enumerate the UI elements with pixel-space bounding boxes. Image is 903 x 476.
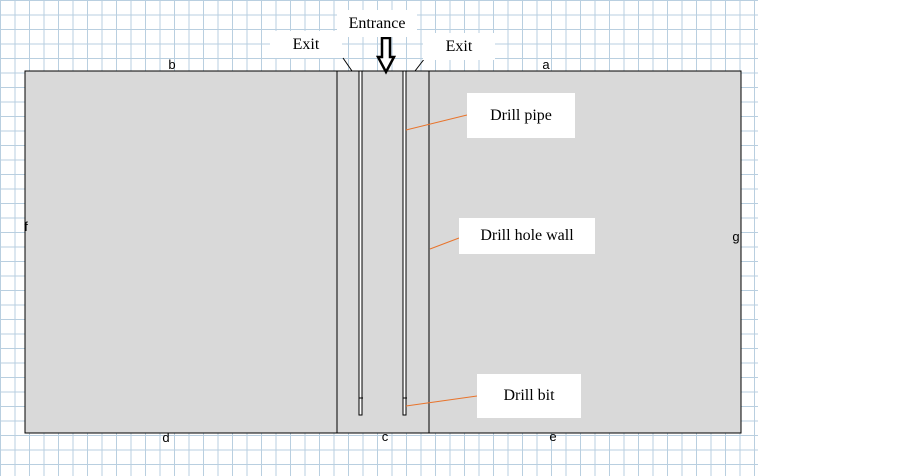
drill-pipe-label: Drill pipe (467, 93, 575, 138)
drill-pipe-left-wall (358, 70, 363, 416)
exit-left-indicator (342, 57, 353, 72)
drill-hole-wall-label: Drill hole wall (459, 218, 595, 254)
entrance-arrow-icon (375, 36, 397, 75)
point-f-label: f (24, 219, 28, 234)
exit-left-label: Exit (270, 31, 342, 58)
point-a-label: a (542, 57, 550, 72)
drill-pipe-leader (405, 114, 468, 131)
exit-right-label: Exit (423, 33, 495, 60)
point-c-label: c (382, 429, 389, 444)
exit-right-indicator (414, 57, 426, 72)
point-e-label: e (549, 429, 556, 444)
drill-hole-wall-leader (429, 237, 460, 250)
point-g-label: g (732, 229, 739, 244)
point-b-label: b (168, 57, 175, 72)
drill-bit-leader (405, 395, 478, 407)
point-d-label: d (162, 430, 169, 445)
entrance-label: Entrance (337, 10, 417, 37)
drill-pipe-right-wall (402, 70, 407, 416)
formation-rect (24, 70, 742, 434)
drill-bit-label: Drill bit (477, 374, 581, 418)
